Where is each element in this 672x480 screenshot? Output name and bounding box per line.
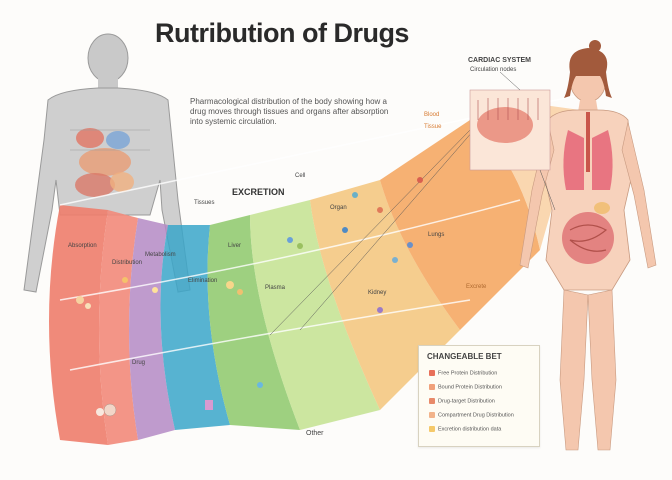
label-plasma: Plasma [265,285,286,291]
legend-swatch [429,398,435,404]
band-teal [160,225,230,430]
band-salmon [99,210,138,445]
legend-swatch [429,370,435,376]
label-side-1: Blood [424,112,440,118]
zoom-inset [469,71,556,211]
legend-swatch [429,384,435,390]
legend-item: Drug-target Distribution [429,398,495,404]
legend-swatch [429,426,435,432]
band-red [49,205,108,445]
page-title: Rutribution of Drugs [155,18,409,48]
label-top-right-header: CARDIAC SYSTEM [468,57,532,64]
legend-box: CHANGEABLE BET Free Protein Distribution… [418,345,540,447]
label-top-right-sub: Circulation nodes [470,67,517,73]
female-body-figure [519,40,657,451]
label-liver: Liver [228,243,242,249]
label-cell: Cell [295,173,306,179]
label-section-b: Distribution [112,260,143,266]
label-tissues: Tissues [194,200,215,206]
legend-item: Compartment Drug Distribution [429,412,514,418]
label-lungs: Lungs [428,232,445,238]
label-drug: Drug [132,360,146,366]
label-organ: Organ [330,205,347,211]
legend-item: Free Protein Distribution [429,370,497,376]
male-body-figure [23,33,191,293]
label-bottom: Other [306,430,324,437]
label-section-a: Absorption [68,243,97,249]
legend-title: CHANGEABLE BET [427,352,502,361]
legend-item: Excretion distribution data [429,426,501,432]
label-excretion: EXCRETION [232,187,285,197]
label-right: Excrete [466,284,487,290]
band-orange [380,120,540,330]
label-section-d: Elimination [188,278,218,284]
band-purple [129,218,175,440]
intro-text: Pharmacological distribution of the body… [190,97,389,126]
label-section-c: Metabolism [145,252,176,258]
drug-molecules [76,177,423,417]
legend-swatch [429,412,435,418]
legend-item: Bound Protein Distribution [429,384,502,390]
label-kidney: Kidney [368,290,387,296]
label-side-2: Tissue [424,124,442,130]
